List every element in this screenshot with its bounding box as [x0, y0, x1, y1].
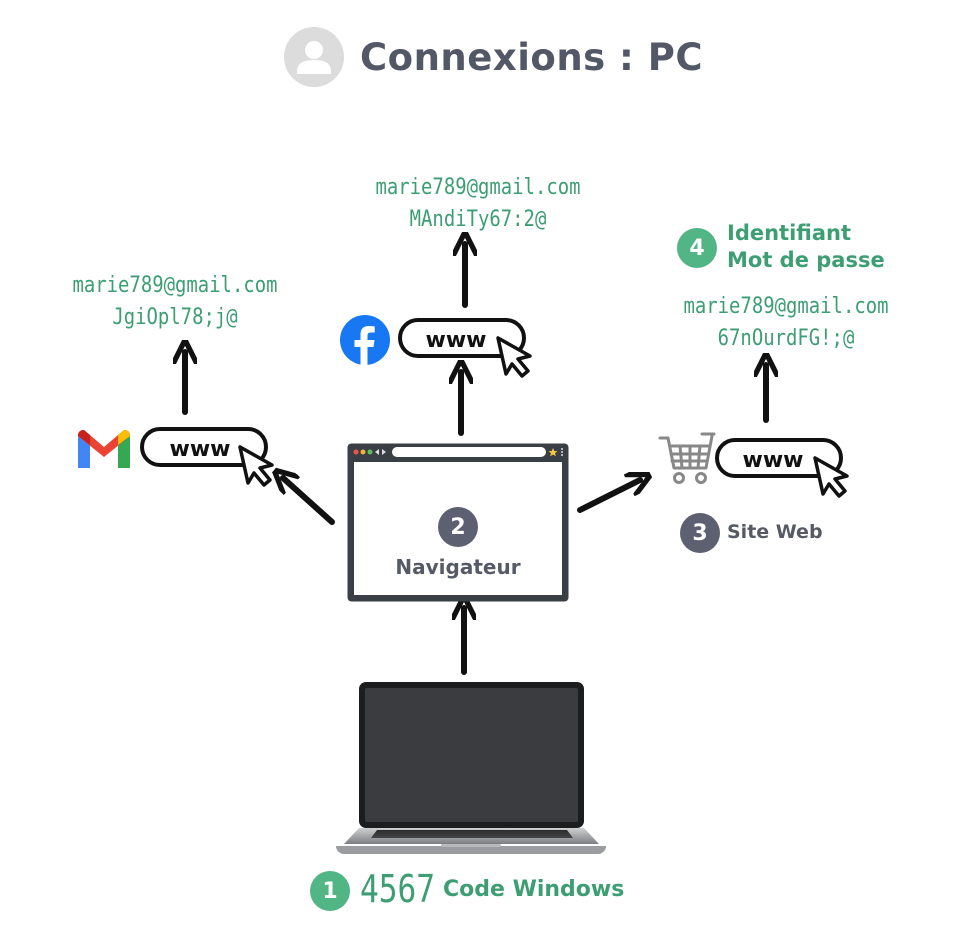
step-4-badge: 4	[677, 228, 717, 268]
header: Connexions : PC	[284, 27, 703, 87]
identifier-label: Identifiant Mot de passe	[727, 220, 885, 274]
arrow-browser-to-gmail	[283, 478, 335, 525]
windows-code: 4567	[360, 867, 436, 911]
cursor-icon	[813, 456, 849, 498]
windows-code-label: Code Windows	[443, 877, 625, 902]
shop-email: marie789@gmail.com	[683, 294, 889, 319]
shop-credentials: marie789@gmail.com 67nOurdFG!;@	[661, 291, 910, 355]
identifier-line2: Mot de passe	[727, 248, 885, 272]
shop-password: 67nOurdFG!;@	[717, 326, 855, 351]
gmail-icon	[78, 430, 130, 468]
facebook-www-bar[interactable]: www	[398, 316, 538, 381]
step-3-badge: 3	[680, 513, 720, 553]
facebook-credentials: marie789@gmail.com MAndiTy67:2@	[353, 172, 602, 236]
shop-www-bar[interactable]: www	[715, 436, 855, 501]
website-label: Site Web	[727, 521, 823, 543]
facebook-email: marie789@gmail.com	[375, 175, 581, 200]
gmail-www-text: www	[170, 437, 231, 462]
cursor-icon	[238, 445, 274, 487]
cursor-icon	[496, 336, 532, 378]
step-2-badge: 2	[438, 507, 478, 547]
gmail-password: JgiOpl78;j@	[112, 305, 238, 330]
identifier-line1: Identifiant	[727, 221, 852, 245]
facebook-icon	[340, 315, 390, 365]
shopping-cart-icon	[658, 432, 716, 484]
gmail-www-bar[interactable]: www	[140, 425, 280, 490]
user-icon	[284, 27, 344, 87]
shop-www-text: www	[743, 448, 804, 473]
laptop-icon	[336, 682, 606, 854]
browser-label: Navigateur	[395, 555, 521, 579]
facebook-password: MAndiTy67:2@	[409, 207, 547, 232]
arrow-browser-to-shop	[577, 480, 640, 513]
step-1-badge: 1	[310, 871, 350, 911]
page-title: Connexions : PC	[360, 35, 704, 79]
gmail-credentials: marie789@gmail.com JgiOpl78;j@	[50, 270, 299, 334]
facebook-www-text: www	[426, 328, 487, 353]
gmail-email: marie789@gmail.com	[72, 273, 278, 298]
